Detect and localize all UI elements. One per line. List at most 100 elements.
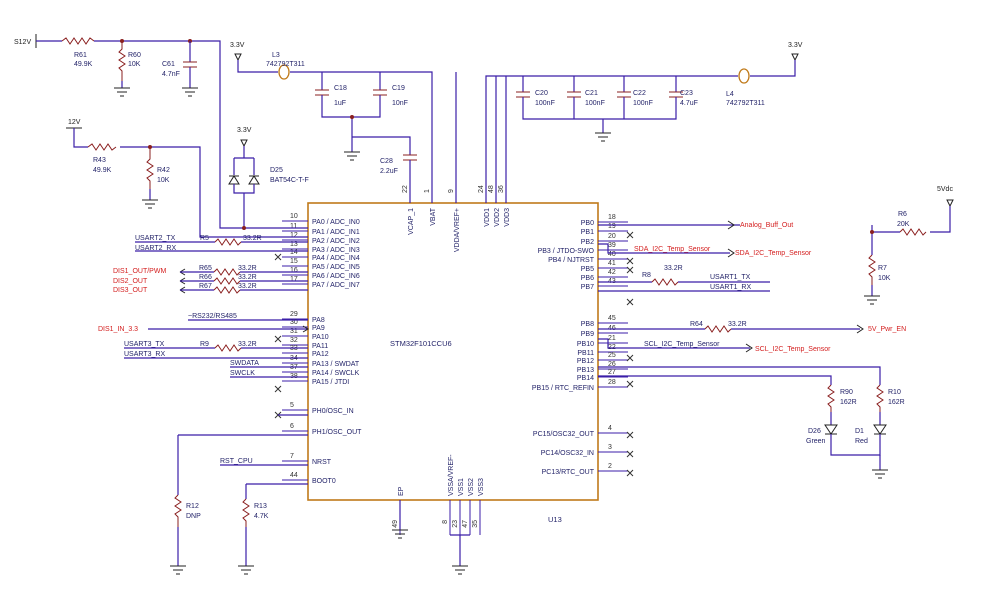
pin-number: 30 — [290, 319, 298, 326]
l3-ferrite — [278, 64, 290, 80]
net-dis3-out: DIS3_OUT — [113, 287, 148, 294]
pin-name: PB10 — [577, 341, 594, 348]
r60-value: 10K — [128, 61, 141, 68]
r64-ref: R64 — [690, 321, 703, 328]
arrow-icon — [856, 324, 864, 334]
ic-part-label: STM32F101CCU6 — [390, 339, 452, 348]
pin-name: PB14 — [577, 375, 594, 382]
pin-name: PB0 — [581, 220, 594, 227]
net-dis2-out: DIS2_OUT — [113, 278, 148, 285]
digital-power-filter: 3.3V L4 742792T311 C20 100nF C21 100nF C… — [485, 42, 803, 203]
pin-name: PA4 / ADC_IN4 — [312, 255, 360, 262]
r66-resistor — [213, 277, 241, 285]
no-connect-icon — [626, 231, 634, 239]
pin-number: 2 — [608, 463, 612, 470]
power-arrow-icon — [240, 139, 248, 148]
net-pwr-en: 5V_Pwr_EN — [868, 326, 906, 333]
arrow-icon — [302, 325, 309, 333]
net-sda-i2c: SDA_I2C_Temp_Sensor — [634, 246, 711, 253]
arrow-icon — [727, 220, 735, 230]
r9-value: 33.2R — [238, 341, 257, 348]
pin-name: PB1 — [581, 229, 594, 236]
diode-icon — [248, 175, 260, 185]
pin-name: PA10 — [312, 334, 329, 341]
c23-value: 4.7uF — [680, 100, 698, 107]
r67-value: 33.2R — [238, 283, 257, 290]
r90-value: 162R — [840, 399, 857, 406]
c28-value: 2.2uF — [380, 168, 398, 175]
d25-value: BAT54C-T-F — [270, 177, 309, 184]
no-connect-icon — [626, 354, 634, 362]
r64-resistor — [704, 325, 732, 333]
pin-name: PB3 / JTDO-SWO — [538, 248, 595, 255]
ground-icon — [392, 529, 408, 539]
power-arrow-icon — [946, 199, 954, 208]
net-scl-i2c: SCL_I2C_Temp_Sensor — [644, 341, 720, 348]
pin-number: 26 — [608, 361, 616, 368]
r42-ref: R42 — [157, 167, 170, 174]
r64-value: 33.2R — [728, 321, 747, 328]
ic-ref-label: U13 — [548, 515, 562, 524]
arrow-icon — [745, 343, 753, 353]
pin-name: PA15 / JTDI — [312, 379, 349, 386]
pin-name: VDD3 — [504, 208, 511, 227]
r12-value: DNP — [186, 513, 201, 520]
r5-ref: R5 — [200, 235, 209, 242]
pin-name: PB8 — [581, 321, 594, 328]
pin-name: VDD2 — [494, 208, 501, 227]
r8-resistor — [651, 278, 679, 286]
pin-name: VCAP_1 — [408, 208, 415, 235]
c18-value: 1uF — [334, 100, 346, 107]
ground-icon — [182, 87, 198, 97]
pin-number: 44 — [290, 472, 298, 479]
r8-ref: R8 — [642, 272, 651, 279]
net-dis1-out-pwm: DIS1_OUT/PWM — [113, 268, 166, 275]
pin-number: 15 — [290, 258, 298, 265]
net-scl-i2c-offpage: SCL_I2C_Temp_Sensor — [755, 346, 831, 353]
pin-number: 12 — [290, 232, 298, 239]
pin-name: PA2 / ADC_IN2 — [312, 238, 360, 245]
pin-name: PA11 — [312, 343, 328, 350]
c21-capacitor — [567, 91, 581, 98]
c28-ref: C28 — [380, 158, 393, 165]
pin-name: PC14/OSC32_IN — [541, 450, 594, 457]
pin-name: PB5 — [581, 266, 594, 273]
ground-icon — [238, 565, 254, 575]
ground-icon — [452, 565, 468, 575]
pin-name: PA5 / ADC_IN5 — [312, 264, 360, 271]
net-usart3-tx: USART3_TX — [124, 341, 165, 348]
pin-name: PC15/OSC32_OUT — [533, 431, 595, 438]
net-rst-cpu: RST_CPU — [220, 458, 253, 465]
pin-number: 17 — [290, 276, 298, 283]
no-connect-icon — [274, 385, 282, 393]
d26-ref: D26 — [808, 428, 821, 435]
r67-resistor — [213, 286, 241, 294]
pin-number: 39 — [608, 242, 616, 249]
pin-name: PA12 — [312, 351, 329, 358]
r13-ref: R13 — [254, 503, 267, 510]
r61-ref: R61 — [74, 52, 87, 59]
net-swclk: SWCLK — [230, 370, 255, 377]
led-icon — [873, 424, 887, 435]
pin-name: PA9 — [312, 325, 325, 332]
pin-name: EP — [398, 486, 405, 496]
net-dis1-in: DIS1_IN_3.3 — [98, 326, 138, 333]
r65-value: 33.2R — [238, 265, 257, 272]
r9-ref: R9 — [200, 341, 209, 348]
pin-name: VBAT — [430, 207, 437, 225]
pin-name: VDDA/VREF+ — [454, 208, 461, 252]
r6-ref: R6 — [898, 211, 907, 218]
pin-number: 36 — [498, 185, 505, 193]
ground-icon — [142, 199, 158, 209]
r10-ref: R10 — [888, 389, 901, 396]
pin-number: 27 — [608, 369, 616, 376]
pin-number: 4 — [608, 425, 612, 432]
r60-ref: R60 — [128, 52, 141, 59]
net-rs232-rs485: ~RS232/RS485 — [188, 313, 237, 320]
r42-resistor — [146, 147, 154, 189]
d26-value: Green — [806, 438, 826, 445]
pin-name: VSS3 — [478, 478, 485, 496]
r12-ref: R12 — [186, 503, 199, 510]
